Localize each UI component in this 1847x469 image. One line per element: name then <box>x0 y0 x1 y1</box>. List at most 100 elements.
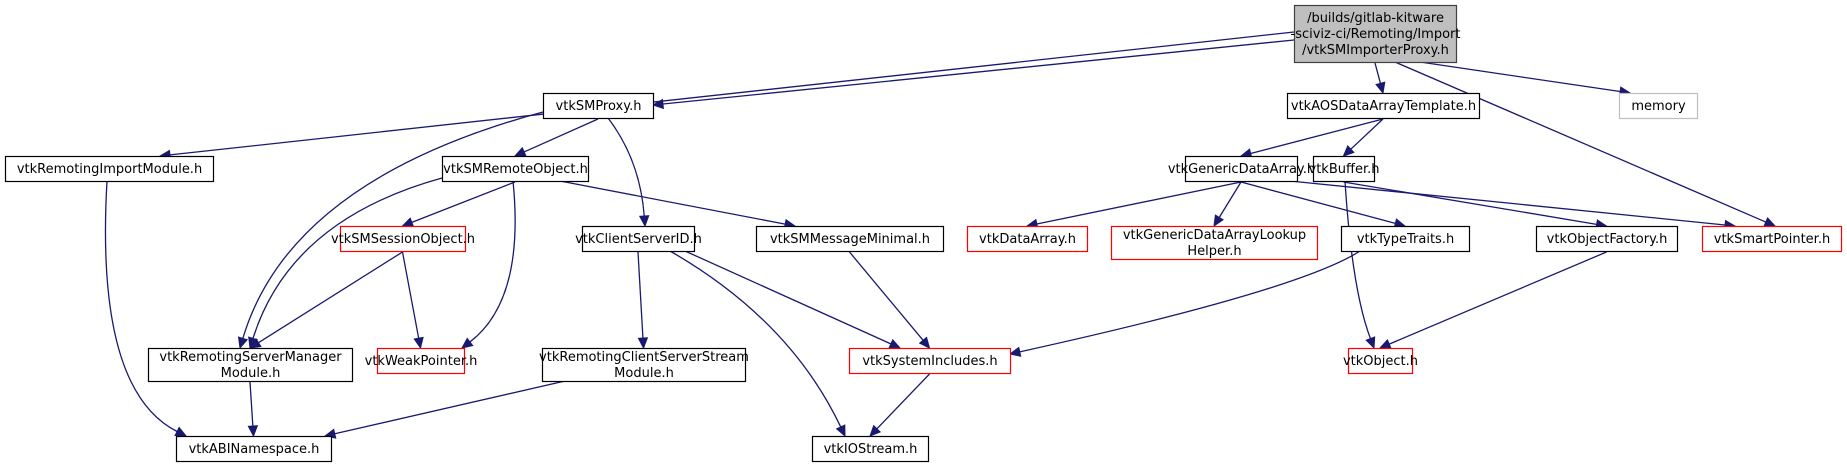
arrowhead-icon <box>513 146 527 157</box>
edge-vtk-smremote-object-to-vtk-weak-pointer <box>469 180 516 343</box>
node-box <box>811 435 930 463</box>
edge-vtk-generic-data-array-to-vtk-smart-pointer <box>1289 180 1726 226</box>
arrowhead-icon <box>461 337 474 349</box>
node-box <box>1701 225 1843 253</box>
edge-vtk-remoting-server-manager-module-to-vtk-abinamespace <box>249 381 254 427</box>
node-vtk-iostream[interactable]: vtkIOStream.h <box>811 435 930 463</box>
node-vtk-system-includes[interactable]: vtkSystemIncludes.h <box>848 347 1012 375</box>
arrowhead-icon <box>835 424 846 438</box>
edge-vtk-generic-data-array-to-vtk-data-array <box>1036 181 1242 225</box>
node-label: vtkSMMessageMinimal.h <box>770 232 930 247</box>
node-vtk-aosdata-array-template[interactable]: vtkAOSDataArrayTemplate.h <box>1286 92 1481 120</box>
node-box <box>1340 225 1471 253</box>
node-label: vtkSmartPointer.h <box>1714 232 1830 247</box>
node-box <box>376 347 466 375</box>
node-vtk-client-server-id[interactable]: vtkClientServerID.h <box>575 225 702 253</box>
node-label: vtkObject.h <box>1343 354 1418 369</box>
node-box <box>581 225 696 253</box>
node-label: vtkGenericDataArrayLookup <box>1123 228 1306 243</box>
node-vtk-object[interactable]: vtkObject.h <box>1343 347 1418 375</box>
node-label: memory <box>1631 99 1686 114</box>
node-vtk-smmessage-minimal[interactable]: vtkSMMessageMinimal.h <box>755 225 945 253</box>
node-box <box>1293 4 1458 64</box>
node-label: vtkSMRemoteObject.h <box>443 162 588 177</box>
arrowhead-icon <box>638 215 650 228</box>
node-label: vtkTypeTraits.h <box>1357 232 1454 247</box>
edge-vtk-smremote-object-to-vtk-smmessage-minimal <box>559 180 786 225</box>
node-box <box>441 155 590 183</box>
node-box <box>755 225 945 253</box>
node-label: vtkBuffer.h <box>1309 162 1380 177</box>
node-vtk-generic-data-array[interactable]: vtkGenericDataArray.h <box>1168 155 1315 183</box>
node-vtk-abinamespace[interactable]: vtkABINamespace.h <box>175 435 333 463</box>
node-vtk-smsession-object[interactable]: vtkSMSessionObject.h <box>331 225 475 253</box>
node-label: Module.h <box>614 366 674 381</box>
edge-root-to-vtk-smproxy <box>662 39 1295 105</box>
node-box <box>175 435 333 463</box>
node-box <box>1618 92 1699 120</box>
edge-vtk-aosdata-array-template-to-vtk-buffer <box>1350 118 1384 150</box>
arrowhead-icon <box>1375 81 1386 95</box>
node-label: vtkDataArray.h <box>979 232 1076 247</box>
node-label: vtkIOStream.h <box>824 442 918 457</box>
node-vtk-smproxy[interactable]: vtkSMProxy.h <box>542 92 655 120</box>
node-label: vtkAOSDataArrayTemplate.h <box>1291 99 1476 114</box>
node-vtk-remoting-import-module[interactable]: vtkRemotingImportModule.h <box>4 155 215 183</box>
arrowhead-icon <box>1365 336 1376 350</box>
arrowhead-icon <box>869 424 882 437</box>
node-label: vtkSMProxy.h <box>556 99 642 114</box>
edge-vtk-smproxy-to-vtk-smremote-object <box>523 118 599 153</box>
edge-root-to-vtk-remoting-import-module <box>169 31 1295 156</box>
node-label: vtkSystemIncludes.h <box>862 354 997 369</box>
edge-vtk-smremote-object-to-vtk-remoting-server-manager-module <box>252 177 443 339</box>
node-vtk-data-array[interactable]: vtkDataArray.h <box>966 225 1089 253</box>
node-vtk-type-traits[interactable]: vtkTypeTraits.h <box>1340 225 1471 253</box>
arrowhead-icon <box>1763 216 1777 227</box>
edge-vtk-smremote-object-to-vtk-smsession-object <box>411 181 516 223</box>
edge-vtk-client-server-id-to-vtk-remoting-client-server-stream-module <box>637 251 644 339</box>
node-vtk-smart-pointer[interactable]: vtkSmartPointer.h <box>1701 225 1843 253</box>
edges-layer <box>104 31 1777 439</box>
edge-vtk-object-factory-to-vtk-object <box>1388 251 1607 345</box>
edge-vtk-buffer-to-vtk-object <box>1344 180 1372 339</box>
arrowhead-icon <box>1378 339 1392 349</box>
edge-vtk-system-includes-to-vtk-iostream <box>876 373 930 430</box>
edge-vtk-generic-data-array-to-vtk-type-traits <box>1240 181 1396 225</box>
node-label: vtkObjectFactory.h <box>1547 232 1668 247</box>
edge-vtk-smmessage-minimal-to-vtk-system-includes <box>849 251 924 341</box>
arrowhead-icon <box>637 337 649 350</box>
edge-vtk-smsession-object-to-vtk-weak-pointer <box>401 251 420 339</box>
node-memory[interactable]: memory <box>1618 92 1699 120</box>
edge-vtk-remoting-import-module-to-vtk-abinamespace <box>104 180 178 433</box>
node-label: vtkSMSessionObject.h <box>331 232 475 247</box>
node-root[interactable]: /builds/gitlab-kitware-sciviz-ci/Remotin… <box>1291 4 1461 64</box>
node-label: vtkABINamespace.h <box>189 442 320 457</box>
node-label: vtkClientServerID.h <box>575 232 702 247</box>
node-box <box>1286 92 1481 120</box>
node-box <box>1110 225 1319 261</box>
node-label: Helper.h <box>1187 244 1241 259</box>
node-box <box>147 347 354 383</box>
node-box <box>4 155 215 183</box>
node-label: vtkRemotingServerManager <box>159 350 342 365</box>
edge-vtk-smproxy-to-vtk-client-server-id <box>607 117 645 217</box>
node-vtk-weak-pointer[interactable]: vtkWeakPointer.h <box>365 347 478 375</box>
node-label: -sciviz-ci/Remoting/Import <box>1291 27 1461 42</box>
edge-root-to-vtk-smart-pointer <box>1394 61 1767 223</box>
node-vtk-object-factory[interactable]: vtkObjectFactory.h <box>1535 225 1679 253</box>
node-box <box>848 347 1012 375</box>
arrowhead-icon <box>1342 144 1355 157</box>
arrowhead-icon <box>1213 214 1224 228</box>
node-vtk-smremote-object[interactable]: vtkSMRemoteObject.h <box>441 155 590 183</box>
arrowhead-icon <box>247 425 259 438</box>
node-box <box>542 92 655 120</box>
arrowhead-icon <box>888 338 902 349</box>
node-vtk-buffer[interactable]: vtkBuffer.h <box>1309 155 1380 183</box>
edge-vtk-client-server-id-to-vtk-iostream <box>669 250 842 428</box>
node-box <box>541 347 747 383</box>
arrowhead-icon <box>1008 346 1022 357</box>
node-label: vtkRemotingClientServerStream <box>539 350 749 365</box>
